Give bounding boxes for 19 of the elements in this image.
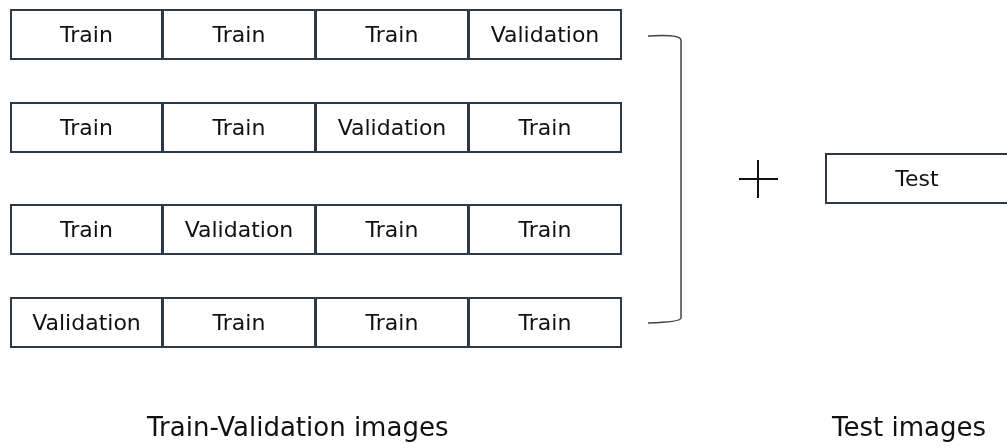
fold-cell: Validation xyxy=(163,204,316,255)
fold-cell: Train xyxy=(316,297,469,348)
group-caption: Train-Validation images xyxy=(147,412,449,442)
fold-cell: Train xyxy=(469,204,622,255)
fold-cell: Train xyxy=(163,297,316,348)
fold-cell: Validation xyxy=(469,9,622,60)
test-split-box: Test xyxy=(825,153,1007,204)
fold-cell: Train xyxy=(163,102,316,153)
fold-cell: Train xyxy=(163,9,316,60)
fold-cell: Train xyxy=(10,102,163,153)
fold-cell: Validation xyxy=(316,102,469,153)
fold-cell: Train xyxy=(10,204,163,255)
fold-cell: Train xyxy=(316,204,469,255)
fold-cell: Train xyxy=(10,9,163,60)
group-caption: Test images xyxy=(832,412,986,442)
fold-cell: Train xyxy=(469,297,622,348)
fold-cell: Train xyxy=(469,102,622,153)
fold-cell: Train xyxy=(316,9,469,60)
fold-cell: Validation xyxy=(10,297,163,348)
